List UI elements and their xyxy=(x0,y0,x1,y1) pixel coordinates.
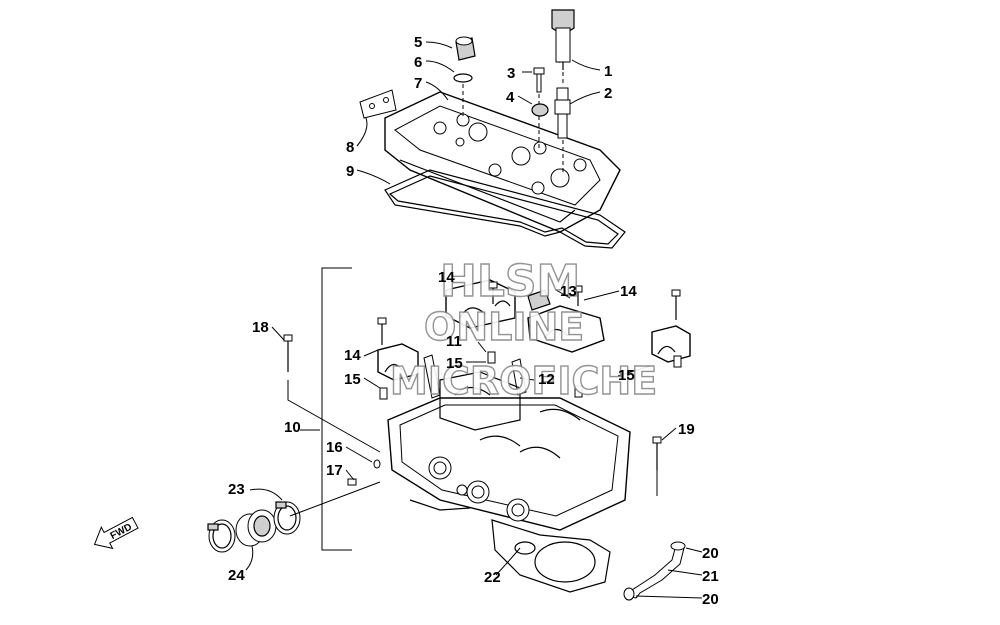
callout-24: 24 xyxy=(228,567,245,584)
callout-5: 5 xyxy=(414,34,422,51)
callout-23: 23 xyxy=(228,481,245,498)
callout-4: 4 xyxy=(506,89,515,106)
callout-2: 2 xyxy=(604,85,612,102)
cam-cap-front xyxy=(445,279,516,329)
item-10-bracket xyxy=(321,267,658,551)
coolant-hose xyxy=(627,544,685,599)
callout-14a: 14 xyxy=(438,269,455,286)
callout-15c: 15 xyxy=(618,367,635,384)
callout-15a: 15 xyxy=(446,355,463,372)
intake-clamp-right xyxy=(273,501,301,535)
dowel-pins xyxy=(373,351,682,469)
intake-clamp-left xyxy=(207,519,236,553)
callout-15b: 15 xyxy=(344,371,361,388)
cap-o-ring xyxy=(453,73,473,83)
callout-16: 16 xyxy=(326,439,343,456)
cam-cap-left xyxy=(377,343,419,381)
cover-grommet xyxy=(531,103,549,117)
cylinder-head xyxy=(387,371,631,531)
callout-3: 3 xyxy=(507,65,515,82)
callout-11: 11 xyxy=(446,333,462,350)
valve-cover xyxy=(384,91,621,233)
callout-14c: 14 xyxy=(344,347,361,364)
cam-cap-center xyxy=(527,305,605,353)
callout-12: 12 xyxy=(538,371,555,388)
fwd-label: FWD xyxy=(109,522,134,542)
callout-8: 8 xyxy=(346,139,354,156)
watermark-line-1: HLSM xyxy=(440,256,580,307)
hose-clamps xyxy=(623,541,686,601)
callout-14b: 14 xyxy=(620,283,637,300)
head-gasket xyxy=(491,519,611,593)
callout-10: 10 xyxy=(284,419,301,436)
intake-boot xyxy=(235,509,277,547)
callout-22: 22 xyxy=(484,569,501,586)
callout-labels: 1 2 3 4 5 6 7 8 9 10 11 12 13 14 14 14 1… xyxy=(228,34,719,608)
callout-18: 18 xyxy=(252,319,269,336)
callout-7: 7 xyxy=(414,75,422,92)
oil-filler-cap xyxy=(455,36,476,61)
fwd-arrow: FWD xyxy=(93,516,139,550)
valve-cover-gasket xyxy=(384,169,626,249)
cover-bolt xyxy=(533,67,545,93)
chain-guide-top xyxy=(527,289,551,311)
callout-21: 21 xyxy=(702,568,719,585)
watermark-line-2: ONLINE xyxy=(424,305,584,349)
callout-20b: 20 xyxy=(702,591,719,608)
callout-6: 6 xyxy=(414,54,422,71)
callout-17: 17 xyxy=(326,462,343,479)
callout-1: 1 xyxy=(604,63,612,80)
leader-lines xyxy=(245,41,703,599)
watermark-line-3: MICROFICHE xyxy=(390,359,657,403)
callout-13: 13 xyxy=(560,283,577,300)
assembly-lines-top xyxy=(462,72,564,175)
spark-plug xyxy=(554,87,571,139)
cam-cap-bolts xyxy=(283,281,681,486)
cam-cap-right xyxy=(651,325,691,363)
ignition-coil xyxy=(551,9,575,70)
cover-bracket xyxy=(359,89,397,119)
callout-9: 9 xyxy=(346,163,354,180)
hydraulic-tensioners xyxy=(423,354,527,399)
callout-19: 19 xyxy=(678,421,695,438)
watermark: HLSM ONLINE MICROFICHE xyxy=(389,255,658,403)
callout-20a: 20 xyxy=(702,545,719,562)
